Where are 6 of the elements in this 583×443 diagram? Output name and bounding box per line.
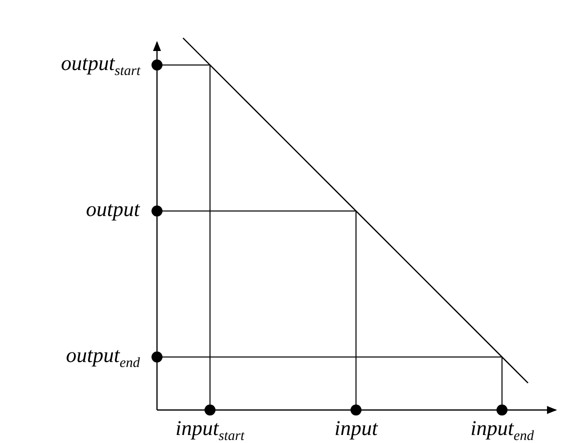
axis-label: output <box>86 197 140 221</box>
axis-label: input$_{start}$ <box>176 416 244 443</box>
axis-label: input <box>334 416 378 440</box>
axis-label: output$_{start}$ <box>61 51 140 82</box>
axis-label: output$_{end}$ <box>66 343 140 374</box>
axis-label: input$_{end}$ <box>470 416 534 443</box>
